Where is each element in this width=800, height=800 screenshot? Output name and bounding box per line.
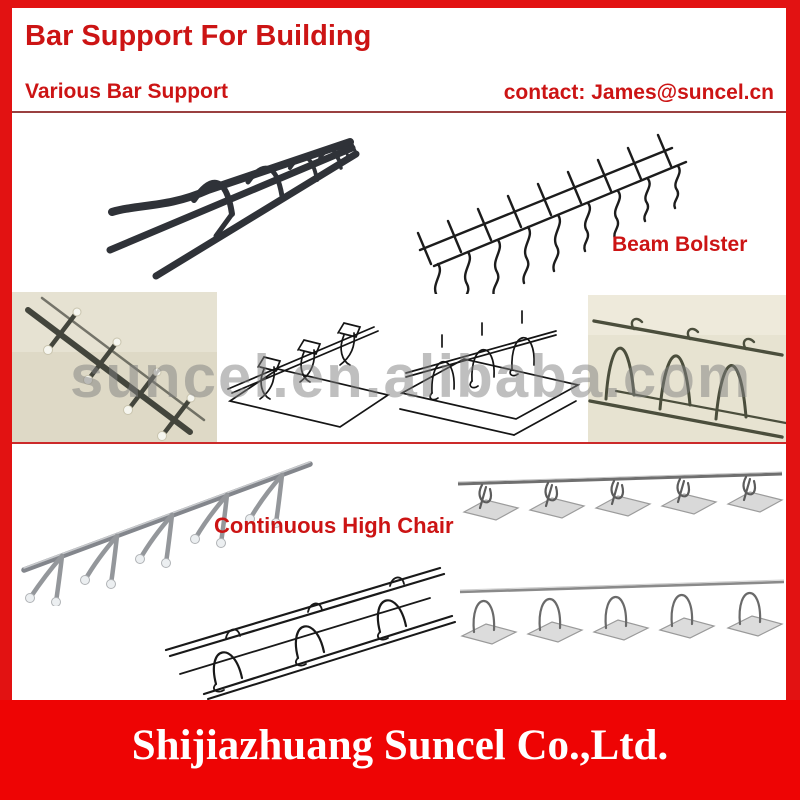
clip-chair-drawing-image (227, 322, 391, 428)
subtitle: Various Bar Support (25, 80, 229, 103)
company-name: Shijiazhuang Suncel Co.,Ltd. (131, 721, 669, 769)
continuous-high-chair-photo-image (21, 461, 313, 606)
beam-bolster-label: Beam Bolster (612, 233, 748, 256)
middle-divider-line (12, 442, 786, 444)
frame-left-border (0, 8, 12, 700)
footer-band: Shijiazhuang Suncel Co.,Ltd. (0, 700, 800, 800)
continuous-high-chair-label: Continuous High Chair (214, 513, 454, 538)
contact-email-text: contact: James@suncel.cn (503, 81, 774, 104)
frame-top-border (0, 0, 800, 8)
beam-bolster-drawing-image (416, 133, 688, 294)
loop-chairs-on-plates-drawing-image (459, 579, 785, 645)
zigzag-chair-photo-image (588, 295, 786, 443)
frame-right-border (786, 8, 800, 700)
bar-chair-ladder-drawing-image (164, 566, 456, 700)
beam-bolster-render-image (106, 138, 360, 280)
page-title: Bar Support For Building (25, 20, 372, 52)
header-divider-line (12, 111, 786, 113)
chairs-on-plates-drawing-image (457, 471, 784, 521)
loop-chair-drawing-image (399, 310, 581, 436)
bar-support-pins-photo-image (12, 292, 217, 442)
